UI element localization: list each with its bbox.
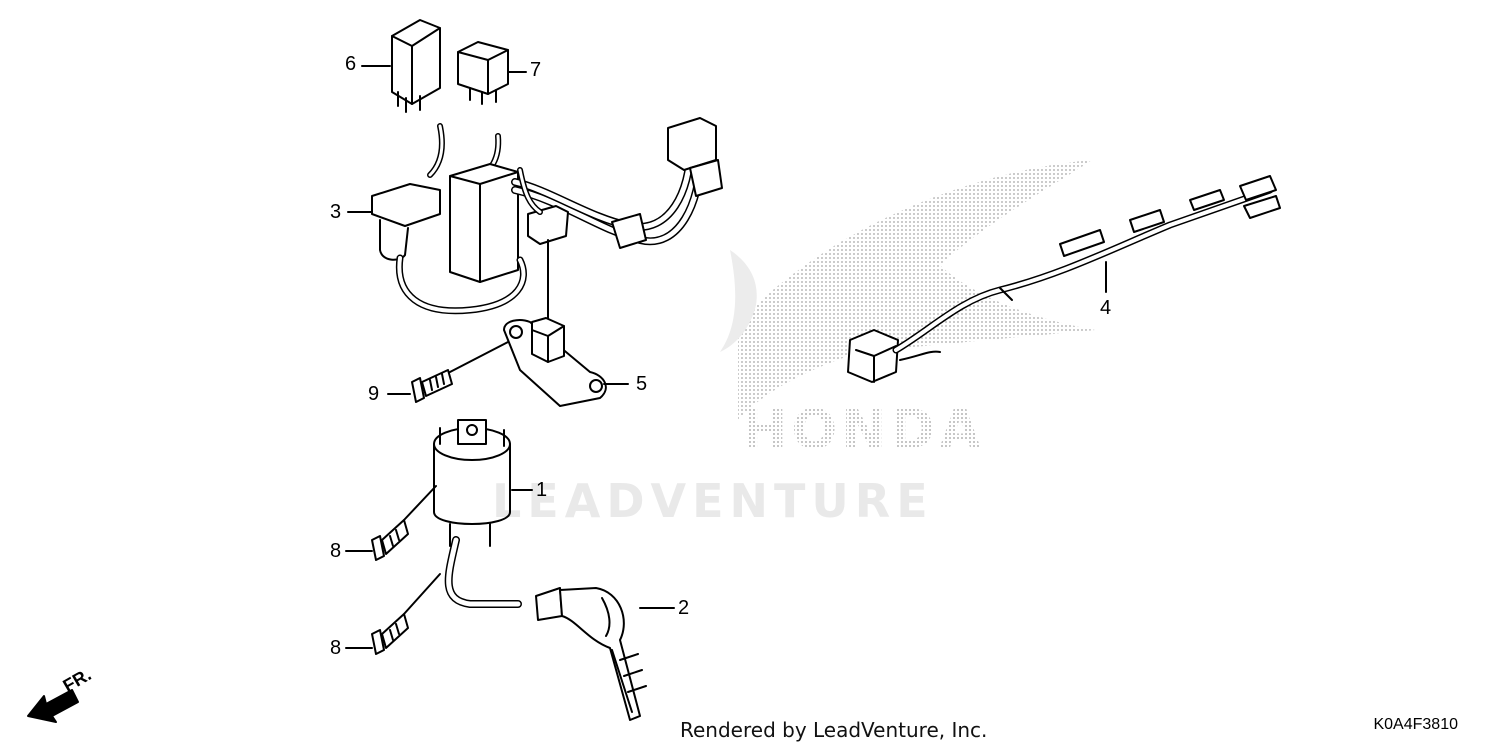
callout-3: 3 <box>330 201 342 223</box>
callout-7: 7 <box>530 59 542 81</box>
spark-plug-cap-icon[interactable] <box>535 587 647 721</box>
wire-harness-icon[interactable] <box>371 117 723 315</box>
callout-4: 4 <box>1100 297 1112 319</box>
callout-9: 9 <box>368 383 380 405</box>
callout-5: 5 <box>636 373 648 395</box>
callout-8a: 8 <box>330 540 342 562</box>
ignition-coil-icon[interactable] <box>403 419 522 608</box>
relay-icon[interactable] <box>391 19 441 113</box>
callout-2: 2 <box>678 597 690 619</box>
sensor-icon[interactable] <box>503 239 607 407</box>
render-credit: Rendered by LeadVenture, Inc. <box>680 718 988 742</box>
diagram-code: K0A4F3810 <box>1373 716 1458 733</box>
leadventure-watermark: LEADVENTURE <box>492 474 934 528</box>
bolt-icon[interactable] <box>371 573 441 655</box>
honda-brand-mark: HONDA <box>742 398 985 461</box>
front-direction-arrow-icon <box>27 689 79 723</box>
mini-relay-icon[interactable] <box>457 41 509 105</box>
callout-8b: 8 <box>330 637 342 659</box>
sub-harness-icon[interactable] <box>847 175 1281 383</box>
leader-lines <box>345 65 675 649</box>
callout-6: 6 <box>345 53 357 75</box>
bolt-icon[interactable] <box>371 519 409 561</box>
screw-icon[interactable] <box>411 341 509 403</box>
callout-1: 1 <box>536 479 548 501</box>
